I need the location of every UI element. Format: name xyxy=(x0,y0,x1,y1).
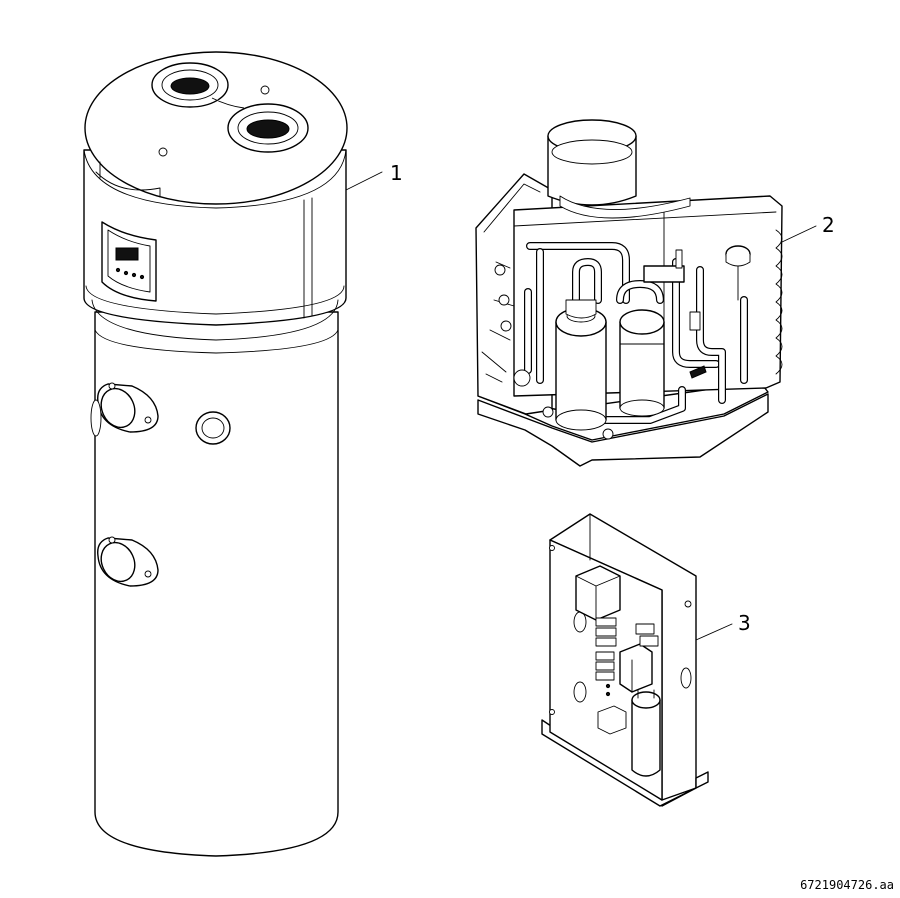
accumulator xyxy=(619,309,665,417)
callout-1: 1 xyxy=(345,161,403,191)
contactor xyxy=(619,643,653,693)
air-outlet-port xyxy=(227,103,309,153)
water-connection-upper xyxy=(97,382,159,433)
callout-3: 3 xyxy=(695,611,751,641)
control-panel xyxy=(101,221,157,302)
terminal-block-right xyxy=(635,623,659,647)
water-connection-lower xyxy=(97,536,159,587)
document-id: 6721904726.aa xyxy=(800,878,894,892)
callout-label: 3 xyxy=(738,611,751,635)
compressor xyxy=(555,299,607,431)
callout-2: 2 xyxy=(781,213,835,243)
side-port xyxy=(195,411,231,445)
terminal-block-upper xyxy=(595,617,617,647)
heat-pump-module xyxy=(475,119,783,467)
relay xyxy=(575,565,621,621)
water-tank-unit xyxy=(83,51,348,857)
terminal-block-middle xyxy=(595,651,615,681)
pressure-sensor xyxy=(725,245,751,301)
callout-label: 2 xyxy=(822,213,835,237)
air-inlet-port xyxy=(151,62,229,108)
electrical-control-box xyxy=(541,513,709,807)
capacitor xyxy=(631,689,661,777)
callout-label: 1 xyxy=(390,161,403,185)
